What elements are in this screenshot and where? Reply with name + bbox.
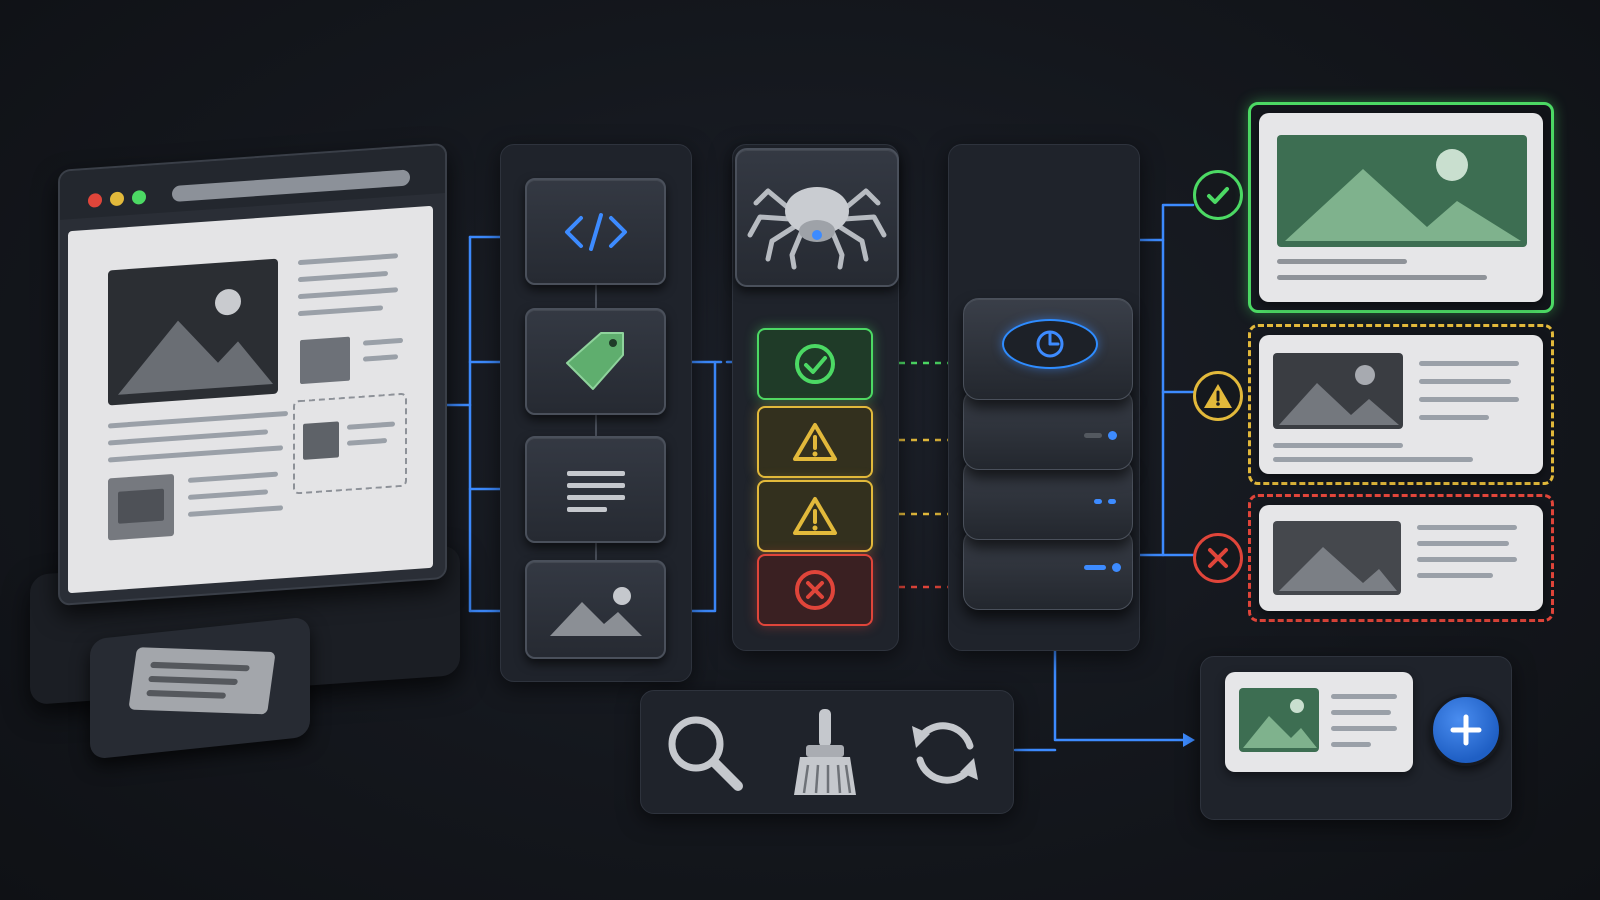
output-error-image-icon xyxy=(1273,521,1401,595)
output-ok-badge xyxy=(1193,170,1243,220)
document-icon xyxy=(128,647,276,715)
status-warning-1[interactable] xyxy=(757,406,873,478)
clean-tool[interactable] xyxy=(780,705,870,800)
final-output-card[interactable] xyxy=(1225,672,1413,772)
refresh-icon xyxy=(912,722,978,784)
output-error-badge xyxy=(1193,533,1243,583)
server-unit-3[interactable] xyxy=(963,458,1133,540)
check-circle-icon xyxy=(795,344,835,384)
output-ok-card xyxy=(1259,113,1543,302)
page-content xyxy=(68,205,433,594)
thumbnail-image-icon xyxy=(300,336,350,385)
refresh-tool[interactable] xyxy=(900,708,990,798)
status-error-1[interactable] xyxy=(757,554,873,626)
tag-icon xyxy=(565,331,624,390)
spider-icon xyxy=(747,186,887,269)
server-unit-2[interactable] xyxy=(963,388,1133,470)
output-warning-image-icon xyxy=(1273,353,1403,429)
output-ok-image-icon xyxy=(1277,135,1527,247)
output-ok-frame[interactable] xyxy=(1248,102,1554,313)
extract-image-tile[interactable] xyxy=(525,560,666,659)
code-icon xyxy=(564,212,627,251)
source-page-window xyxy=(58,142,447,607)
server-stack-icon xyxy=(1002,319,1098,369)
extract-text-tile[interactable] xyxy=(525,436,666,543)
output-warning-badge xyxy=(1193,371,1243,421)
hero-image-icon xyxy=(108,258,278,406)
connector-output-trunk xyxy=(1136,238,1165,557)
status-warning-2[interactable] xyxy=(757,480,873,552)
warning-triangle-icon xyxy=(793,497,837,535)
extract-tag-tile[interactable] xyxy=(525,308,666,415)
x-circle-icon xyxy=(1208,548,1228,568)
extract-code-tile[interactable] xyxy=(525,178,666,285)
status-ok-1[interactable] xyxy=(757,328,873,400)
server-unit-1[interactable] xyxy=(963,298,1133,400)
x-circle-icon xyxy=(795,570,835,610)
crawler-tile[interactable] xyxy=(735,148,899,287)
output-warning-frame[interactable] xyxy=(1248,324,1554,485)
add-output-button[interactable] xyxy=(1430,694,1502,766)
connector-storage-final xyxy=(1053,646,1185,742)
search-icon xyxy=(668,716,743,791)
missing-image-placeholder xyxy=(293,392,407,495)
text-lines-icon xyxy=(566,470,625,512)
check-circle-icon xyxy=(1207,187,1229,204)
warning-triangle-icon xyxy=(793,423,837,461)
final-image-icon xyxy=(1239,688,1319,752)
warning-triangle-icon xyxy=(1204,384,1232,408)
document-chip xyxy=(90,616,310,760)
output-error-card xyxy=(1259,505,1543,611)
search-tool[interactable] xyxy=(660,708,750,798)
image-icon xyxy=(549,586,642,636)
server-unit-4[interactable] xyxy=(963,528,1133,610)
broom-icon xyxy=(794,709,856,795)
add-circle-icon xyxy=(1450,714,1482,746)
output-error-frame[interactable] xyxy=(1248,494,1554,622)
output-warning-card xyxy=(1259,335,1543,474)
video-block-icon xyxy=(108,473,174,541)
